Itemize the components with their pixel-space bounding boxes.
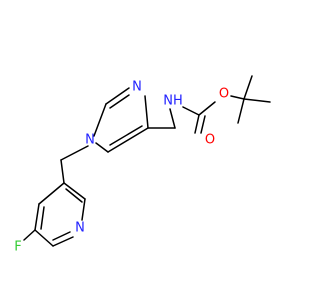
bond-c5-n1 [95,142,109,153]
bond-pyc2-npy [81,198,86,221]
bond-cq-me-bottom [237,98,245,124]
bond-npy-pyc6-outer [52,236,74,247]
bond-n3-c4 [144,95,149,129]
bond-cq-me-top [243,75,253,100]
atom-nh: NH [163,94,183,109]
atom-o-ester: O [219,87,229,102]
bond-group [23,75,271,247]
bond-n1-ch2 [60,145,89,161]
bond-carbonyl-o-inner [200,115,206,134]
bond-carbonyl-oester [198,101,216,116]
bond-pyc4-pyc3 [38,182,65,205]
atom-o-carbonyl: O [205,133,215,148]
bond-npy-pyc6-inner [52,231,71,241]
bond-c4-c5-inner [109,125,143,146]
structure-svg: N N NH O O N F [14,75,271,255]
bond-oester-cq [230,95,245,100]
bond-pyc3-pyc2-inner [65,188,83,203]
bond-c4-c5-outer [107,127,149,153]
bond-carbonyl-o-outer [194,114,200,134]
atom-n-imidazole-left: N [85,133,95,148]
bond-c2-n3-outer [105,87,130,105]
bond-pyc3-pyc2-outer [63,182,86,200]
bond-c2-n3-inner [109,94,130,109]
atom-f: F [14,240,21,255]
bond-ch2-nh [169,108,176,129]
bond-ch2-pyc3 [60,159,65,184]
bond-pyc5-pyc4-inner [40,206,45,230]
bond-pyc5-f [23,229,36,241]
bond-pyc6-pyc5 [34,229,54,247]
atom-label-group: N N NH O O N F [14,80,229,255]
atom-n-imidazole-top: N [132,80,142,95]
bond-n1-c2 [93,103,107,137]
molecule-drawing: N N NH O O N F [14,75,271,255]
bond-cq-me-right [243,98,271,103]
bond-pyc5-pyc4-outer [34,203,40,231]
bond-nh-carbonyl [182,106,200,116]
atom-n-pyridine: N [75,221,85,236]
